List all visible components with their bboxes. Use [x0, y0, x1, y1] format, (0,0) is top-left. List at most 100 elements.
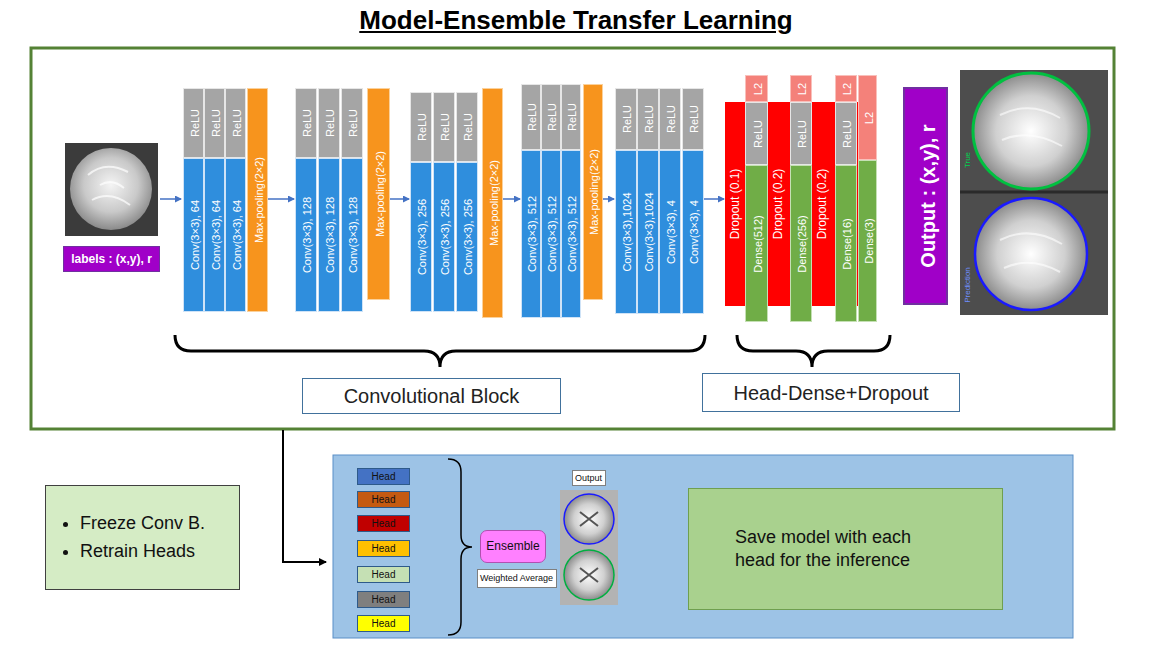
relu-layer: ReLU [659, 88, 681, 150]
image-label: Prediction [964, 267, 972, 303]
flow-arrow [268, 198, 294, 200]
transfer-arrow [283, 430, 326, 562]
layer-label: Dense(16) [842, 218, 853, 269]
box-content: Head [358, 567, 409, 582]
layer-label: ReLU [463, 113, 474, 141]
ensemble-box: Ensemble [480, 530, 546, 563]
head-box: Head [357, 540, 410, 557]
bullet-text: Retrain Heads [80, 538, 205, 566]
input-arrow [160, 198, 181, 200]
relu-layer: ReLU [183, 88, 204, 158]
relu-layer: ReLU [615, 88, 637, 150]
layer-label: Max-pooling(2×2) [253, 157, 264, 243]
relu-layer: ReLU [745, 102, 768, 165]
layer-label: Conv(3×3), 256 [463, 199, 474, 275]
layer-label: Conv(3×3), 256 [440, 199, 451, 275]
relu-layer: ReLU [410, 92, 432, 162]
box-content: Convolutional Block [303, 379, 560, 413]
relu-layer: ReLU [790, 102, 812, 165]
conv-layer: Conv(3×3), 512 [561, 150, 581, 318]
layer-label: ReLU [842, 119, 853, 147]
layer-label: ReLU [417, 113, 428, 141]
layer-label: ReLU [325, 109, 336, 137]
box-content: Head [358, 516, 409, 531]
layer-label: Dropout (0.2) [772, 169, 784, 240]
layer-label: Conv(3×3), 64 [231, 200, 242, 270]
l2-layer: L2 [858, 75, 877, 160]
conv-layer: Conv(3×3), 128 [295, 158, 317, 312]
relu-layer: ReLU [225, 88, 246, 158]
head-box: Head [357, 591, 410, 608]
relu-layer: ReLU [561, 84, 581, 150]
box-content: Save model with each head for the infere… [689, 489, 1002, 609]
ensemble-output-image [560, 490, 618, 605]
conv-layer: Conv(3×3), 256 [433, 162, 455, 312]
conv-layer: Conv(3×3), 64 [183, 158, 204, 312]
layer-label: ReLU [210, 109, 221, 137]
box-text: Head [372, 569, 396, 581]
box-text: Save model with each head for the infere… [735, 526, 950, 573]
layer-label: ReLU [797, 119, 808, 147]
layer-label: ReLU [231, 109, 242, 137]
dense-layer: Dense(256) [790, 165, 812, 322]
layer-label: L2 [863, 111, 874, 123]
box-content: Head [358, 469, 409, 484]
conv-layer: Conv(3×3), 64 [225, 158, 246, 312]
bullet-text: Freeze Conv B. [80, 510, 205, 538]
l2-layer: L2 [835, 75, 857, 102]
box-text: Head [372, 494, 396, 506]
box-content: Head [358, 541, 409, 556]
layer-label: Max-pooling(2×2) [374, 151, 385, 237]
relu-layer: ReLU [682, 88, 704, 150]
layer-label: ReLU [527, 103, 538, 131]
conv-layer: Conv(3×3), 4 [659, 150, 681, 314]
box-text: Head [372, 543, 396, 555]
model-panel [31, 48, 1114, 429]
dense-layer: Dense(3) [858, 160, 877, 322]
layer-label: Conv(3×3), 128 [348, 197, 359, 273]
box-content: Weighted Average [478, 570, 556, 587]
layer-label: Dense(3) [863, 218, 874, 263]
caption-box: Convolutional Block [302, 378, 561, 414]
layer-label: ReLU [689, 105, 700, 133]
box-text: Convolutional Block [344, 384, 520, 408]
title-bar: Model-Ensemble Transfer Learning [0, 5, 1152, 36]
relu-layer: ReLU [204, 88, 225, 158]
layer-label: Conv(3×3),1024 [622, 192, 633, 271]
box-text: Head [372, 594, 396, 606]
layer-label: Dropout (0.2) [816, 169, 828, 240]
conv-layer: Conv(3×3),1024 [637, 150, 659, 314]
layer-label: ReLU [302, 109, 313, 137]
layer-label: ReLU [189, 109, 200, 137]
l2-layer: L2 [790, 75, 812, 102]
layer-label: L2 [797, 82, 808, 94]
relu-layer: ReLU [456, 92, 478, 162]
box-text: Head [372, 518, 396, 530]
output-label-box: Output [572, 470, 606, 486]
layer-label: Dense(256) [797, 215, 808, 272]
flow-arrow [503, 198, 520, 200]
box-content: Head [358, 492, 409, 507]
note-box: Save model with each head for the infere… [688, 488, 1003, 610]
relu-layer: ReLU [521, 84, 541, 150]
ensemble-panel [333, 455, 1073, 638]
head-box: Head [357, 615, 410, 632]
layer-label: Dropout (0.1) [729, 169, 741, 240]
box-text: Ensemble [486, 539, 539, 553]
layer-label: Conv(3×3), 512 [567, 196, 578, 272]
dense-layer: Dense(16) [835, 165, 857, 322]
head-box: Head [357, 491, 410, 508]
layer-label: ReLU [440, 113, 451, 141]
layer-label: ReLU [622, 105, 633, 133]
layer-label: Conv(3×3), 512 [527, 196, 538, 272]
layer-label: ReLU [567, 103, 578, 131]
relu-layer: ReLU [541, 84, 561, 150]
box-content: Output [573, 471, 605, 485]
relu-layer: ReLU [318, 88, 340, 158]
relu-layer: ReLU [295, 88, 317, 158]
input-image [65, 143, 158, 236]
conv-layer: Conv(3×3),1024 [615, 150, 637, 314]
diagram-title: Model-Ensemble Transfer Learning [359, 5, 792, 35]
head-box: Head [357, 468, 410, 485]
box-text: labels : (x,y), r [71, 252, 152, 266]
